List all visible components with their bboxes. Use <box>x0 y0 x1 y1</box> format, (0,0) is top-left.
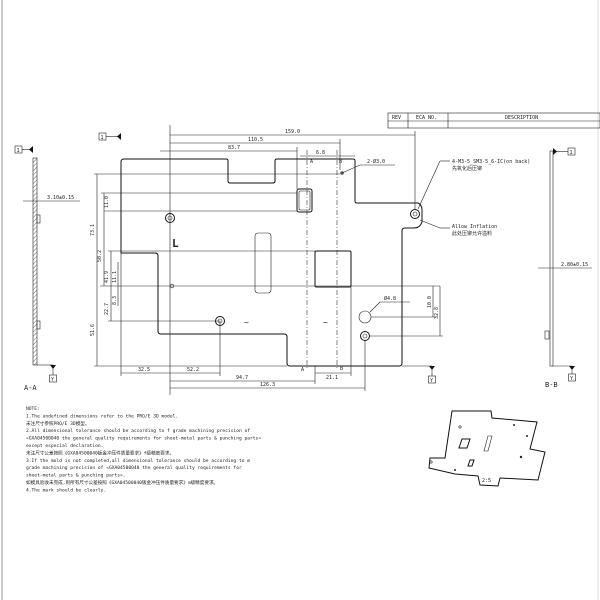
rivet-callout-cn: 先氧化后压铆 <box>452 165 482 172</box>
section-a-a-view: 3.10±0.15 A-A <box>23 157 80 392</box>
rivet-callout: 4-M3-5_SM3-5_6-IC(on back) <box>452 159 530 165</box>
datum-marker-y: Y <box>568 366 576 382</box>
thickness-a-a: 3.10±0.15 <box>47 195 74 201</box>
note-line: 未注尺寸公差按照《GXA04500040钣金冲压件质量要求》f级精度要求。 <box>26 449 174 456</box>
vertical-dimension-labels: 73.1 50.2 41.9 11.0 11.1 22.7 8.3 51.6 1… <box>90 196 440 336</box>
dim-126-3: 126.3 <box>260 382 275 388</box>
note-line: NOTE: <box>26 406 40 412</box>
allow-inflation-callout: Allow Inflation <box>452 224 497 230</box>
rect-slot-inner <box>298 190 311 211</box>
round-hole <box>358 310 372 324</box>
datum-label: Y <box>570 376 573 382</box>
isometric-view: 2:5 <box>428 410 546 487</box>
dim-83-7: 83.7 <box>228 145 240 151</box>
note-line: 如模具验收未完成,则所有尺寸公差按照《GXA04500040钣金冲压件质量要求》… <box>26 479 218 486</box>
datum-marker-y: Y <box>402 365 436 384</box>
hole-callout-3: 2-Ø3.0 <box>367 158 385 165</box>
description-header: DESCRIPTION <box>505 115 538 121</box>
nut-rivet <box>165 213 175 223</box>
note-line: sheet-metal parts & punching parts». <box>26 473 126 479</box>
datum-marker-1: 1 <box>553 147 576 156</box>
datum-marker-y: Y <box>37 364 57 383</box>
dim-10-0: 10.0 <box>427 296 433 308</box>
rev-header: REV <box>392 115 401 121</box>
dim-32-5: 32.5 <box>138 367 150 373</box>
nut-rivet <box>360 331 370 341</box>
hole-callout-4-8: Ø4.8 <box>384 295 396 302</box>
eca-header: ECA NO. <box>416 115 437 121</box>
dim-21-1: 21.1 <box>326 375 338 381</box>
note-line: 3.If the mold is not completed,all dimen… <box>26 458 250 464</box>
small-hole <box>169 283 175 289</box>
section-marker-b: B <box>339 159 342 165</box>
dim-159: 159.0 <box>285 129 300 135</box>
rect-slot <box>296 188 313 213</box>
note-line: 2.All dimensional tolerance should be ac… <box>26 428 250 434</box>
dim-8-3: 8.3 <box>112 296 118 305</box>
datum-label: 1 <box>17 148 20 154</box>
dimension-lines <box>94 131 450 391</box>
plate-outline <box>120 158 423 367</box>
section-b-b-view: 2.80±0.15 B-B <box>538 150 592 389</box>
allow-inflation-cn: 此处压铆允许溢料 <box>452 230 492 237</box>
note-line: 4.The mark should be clearly. <box>26 487 106 493</box>
dim-6-8: 6.8 <box>316 150 325 156</box>
dim-51-6: 51.6 <box>90 324 96 336</box>
note-line: 未注尺寸参照PRO/E 3D模型。 <box>26 420 89 427</box>
dim-32-8: 32.8 <box>434 307 440 319</box>
dim-11-0: 11.0 <box>104 196 110 208</box>
square-cutout <box>314 250 352 288</box>
note-line: except especial declaration. <box>26 443 103 449</box>
dim-22-7: 22.7 <box>104 303 110 315</box>
dim-52-2: 52.2 <box>187 367 199 373</box>
scale-label: 2:5 <box>482 478 491 484</box>
dim-73-1: 73.1 <box>90 224 96 236</box>
dim-50-2: 50.2 <box>97 250 103 262</box>
datum-marker-1: 1 <box>14 145 33 154</box>
note-line: «GXA04500040 the general quality require… <box>26 436 261 442</box>
note-line: 1.The undefined dimensions refer to the … <box>26 413 178 419</box>
vertical-slot <box>254 232 272 294</box>
dim-11-1: 11.1 <box>112 271 118 283</box>
section-marker-b: B <box>340 366 343 372</box>
section-label-b-b: B-B <box>545 381 558 389</box>
datum-label: Y <box>430 378 433 384</box>
revision-table: REV ECA NO. DESCRIPTION <box>387 112 600 129</box>
nut-rivet <box>410 209 420 219</box>
dim-110-5: 110.5 <box>248 137 263 143</box>
datum-label: Y <box>51 377 54 383</box>
section-marker-a: A <box>310 159 313 165</box>
thickness-b-b: 2.80±0.15 <box>561 262 588 268</box>
datum-marker-1: 1 <box>98 132 121 141</box>
datum-label: 1 <box>101 135 104 141</box>
section-marker-a: A <box>301 367 304 373</box>
dim-94-7: 94.7 <box>236 375 248 381</box>
dim-41-9: 41.9 <box>104 271 110 283</box>
wave-mark: ~ <box>323 318 328 327</box>
wave-mark: ~ <box>244 318 249 327</box>
bend-mark: L <box>172 237 179 250</box>
note-line: grade machining precision of «GXA0450004… <box>26 465 242 471</box>
notes-block: NOTE:1.The undefined dimensions refer to… <box>26 406 261 493</box>
section-label-a-a: A-A <box>24 384 37 392</box>
datum-label: 1 <box>570 150 573 156</box>
